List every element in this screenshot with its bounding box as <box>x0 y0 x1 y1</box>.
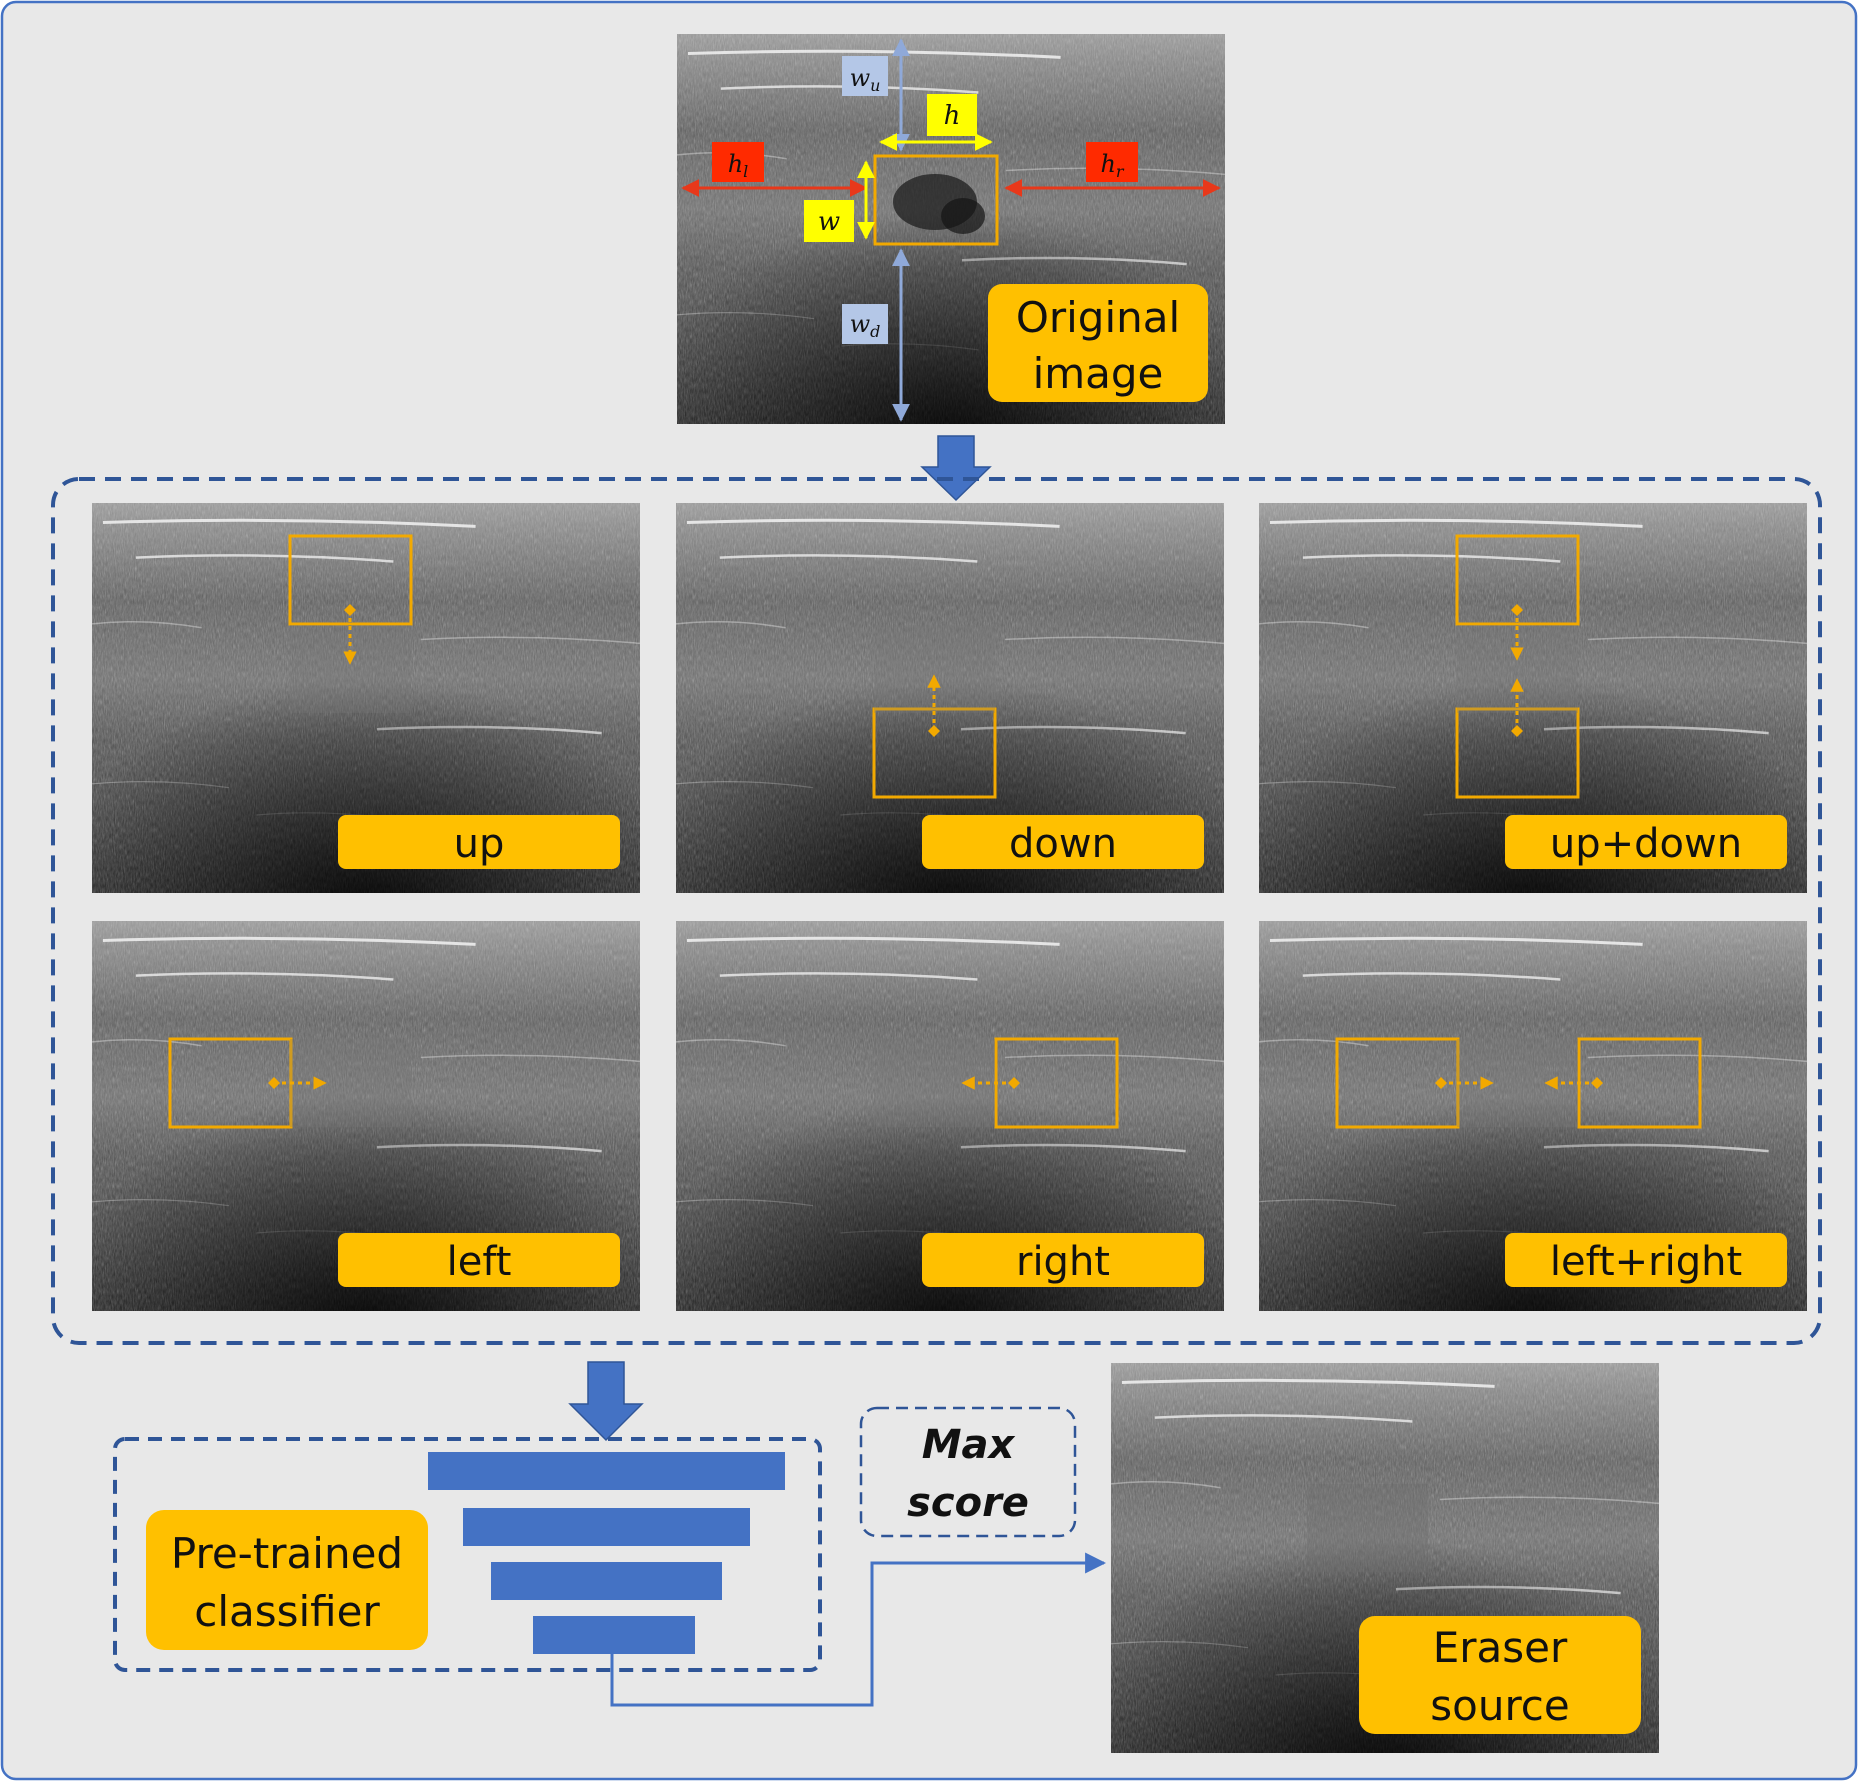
svg-text:wd: wd <box>850 310 881 341</box>
classifier-layer-2 <box>463 1508 750 1546</box>
lesion-box <box>873 154 999 246</box>
variant-panel-left: left <box>91 921 641 1311</box>
original-image-label-line1: Original <box>1016 293 1180 342</box>
pasted-patch <box>290 625 411 713</box>
classifier-layer-4 <box>533 1616 695 1654</box>
pasted-patch <box>874 1039 995 1127</box>
variant-label-up: up <box>454 821 505 867</box>
svg-text:h: h <box>944 101 961 131</box>
variant-label-left-right: left+right <box>1550 1239 1742 1285</box>
variant-panel-up-down: up+down <box>1258 503 1808 893</box>
variant-label-up-down: up+down <box>1550 821 1742 867</box>
classifier-label-line2: classifier <box>194 1587 380 1636</box>
classifier-layer-3 <box>491 1562 722 1600</box>
variant-panel-right: right <box>675 921 1225 1311</box>
original-image-label-line2: image <box>1033 349 1164 398</box>
eraser-label-bg <box>1359 1616 1641 1734</box>
classifier-layer-1 <box>428 1452 785 1490</box>
w-label: w <box>804 200 854 242</box>
max-score-line1: Max <box>922 1422 1016 1468</box>
pasted-patch <box>874 625 995 713</box>
classifier-label-bg <box>146 1510 428 1650</box>
h-label: h <box>927 94 977 136</box>
wu-label: wu <box>842 56 888 96</box>
flow-arrow-to-classifier <box>568 1361 644 1442</box>
variant-label-bg <box>1505 815 1787 869</box>
variants-grid: up down up+down left right left+right <box>91 503 1808 1311</box>
svg-text:hl: hl <box>728 150 749 181</box>
variant-label-down: down <box>1009 821 1117 867</box>
variant-label-bg <box>922 1233 1204 1287</box>
eraser-source-panel: Eraser source <box>1110 1363 1660 1753</box>
svg-text:hr: hr <box>1100 150 1124 181</box>
variant-label-bg <box>1505 1233 1787 1287</box>
classifier-label-line1: Pre-trained <box>171 1529 403 1578</box>
variant-label-bg <box>922 815 1204 869</box>
eraser-label-line2: source <box>1430 1681 1569 1730</box>
classifier-block: Pre-trained classifier <box>113 1437 822 1672</box>
variant-label-bg <box>338 1233 620 1287</box>
classifier-container <box>113 1437 822 1672</box>
variant-label-bg <box>338 815 620 869</box>
svg-text:wu: wu <box>850 64 881 95</box>
variant-panel-down: down <box>675 503 1225 893</box>
flow-arrow-to-variants <box>920 435 992 502</box>
max-score-line2: score <box>907 1480 1029 1526</box>
variant-panel-up: up <box>91 503 641 893</box>
wd-label: wd <box>842 304 888 344</box>
variant-label-left: left <box>447 1239 512 1285</box>
hl-label: hl <box>712 142 764 182</box>
eraser-label-line1: Eraser <box>1433 1623 1568 1672</box>
svg-text:w: w <box>818 207 840 237</box>
original-image-label-bg <box>988 284 1208 402</box>
max-score-box: Max score <box>859 1406 1077 1538</box>
variants-container <box>51 477 1822 1345</box>
hr-label: hr <box>1086 142 1138 182</box>
variant-panel-left-right: left+right <box>1258 921 1808 1311</box>
pasted-patch <box>1457 625 1578 713</box>
original-image-panel: wu h hl hr w wd Original image <box>676 34 1226 424</box>
variant-label-right: right <box>1016 1239 1110 1285</box>
classifier-to-eraser-line <box>610 1552 1107 1707</box>
